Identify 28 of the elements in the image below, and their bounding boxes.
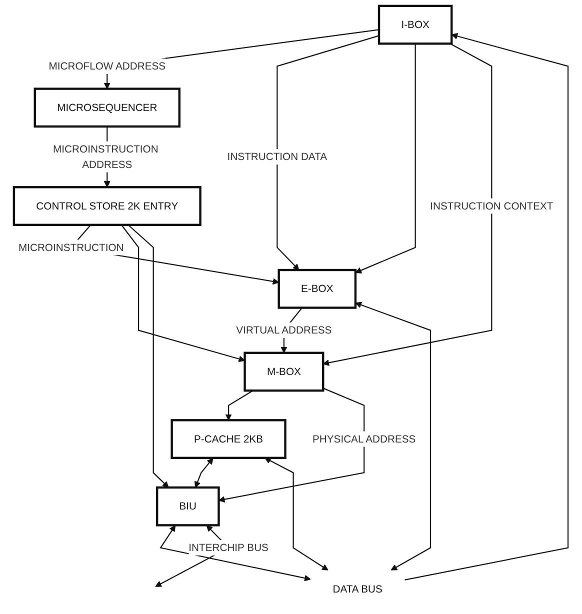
node-box: I-BOX (378, 4, 453, 45)
edge-label: MICROINSTRUCTION (18, 241, 124, 253)
edge-label: VIRTUAL ADDRESS (236, 324, 332, 336)
arrow (355, 302, 432, 570)
node-box: CONTROL STORE 2K ENTRY (12, 186, 202, 226)
node-text: DATA BUS (332, 582, 382, 595)
edge-label: MICROFLOW ADDRESS (48, 60, 166, 72)
arrow (194, 458, 214, 488)
arrow (264, 458, 328, 570)
node-box: P-CACHE 2KB (170, 419, 286, 460)
edge-label: INSTRUCTION DATA (227, 150, 328, 162)
edge-label: INTERCHIP BUS (188, 542, 268, 554)
arrow (355, 44, 416, 274)
arrow (404, 33, 569, 580)
edge-label: INSTRUCTION CONTEXT (430, 200, 554, 212)
arrow (121, 224, 246, 362)
node-box: E-BOX (278, 268, 357, 309)
arrow (225, 390, 254, 420)
arrow (276, 35, 380, 270)
node-box: M-BOX (244, 352, 324, 392)
node-box: BIU (156, 486, 220, 526)
arrow (218, 388, 365, 503)
arrow (322, 43, 492, 366)
edge-label: PHYSICAL ADDRESS (312, 432, 416, 445)
arrow (160, 525, 311, 582)
edge-label: MICROINSTRUCTION ADDRESS (53, 142, 158, 170)
arrow (128, 224, 169, 488)
node-box: MICROSEQUENCER (34, 88, 180, 128)
